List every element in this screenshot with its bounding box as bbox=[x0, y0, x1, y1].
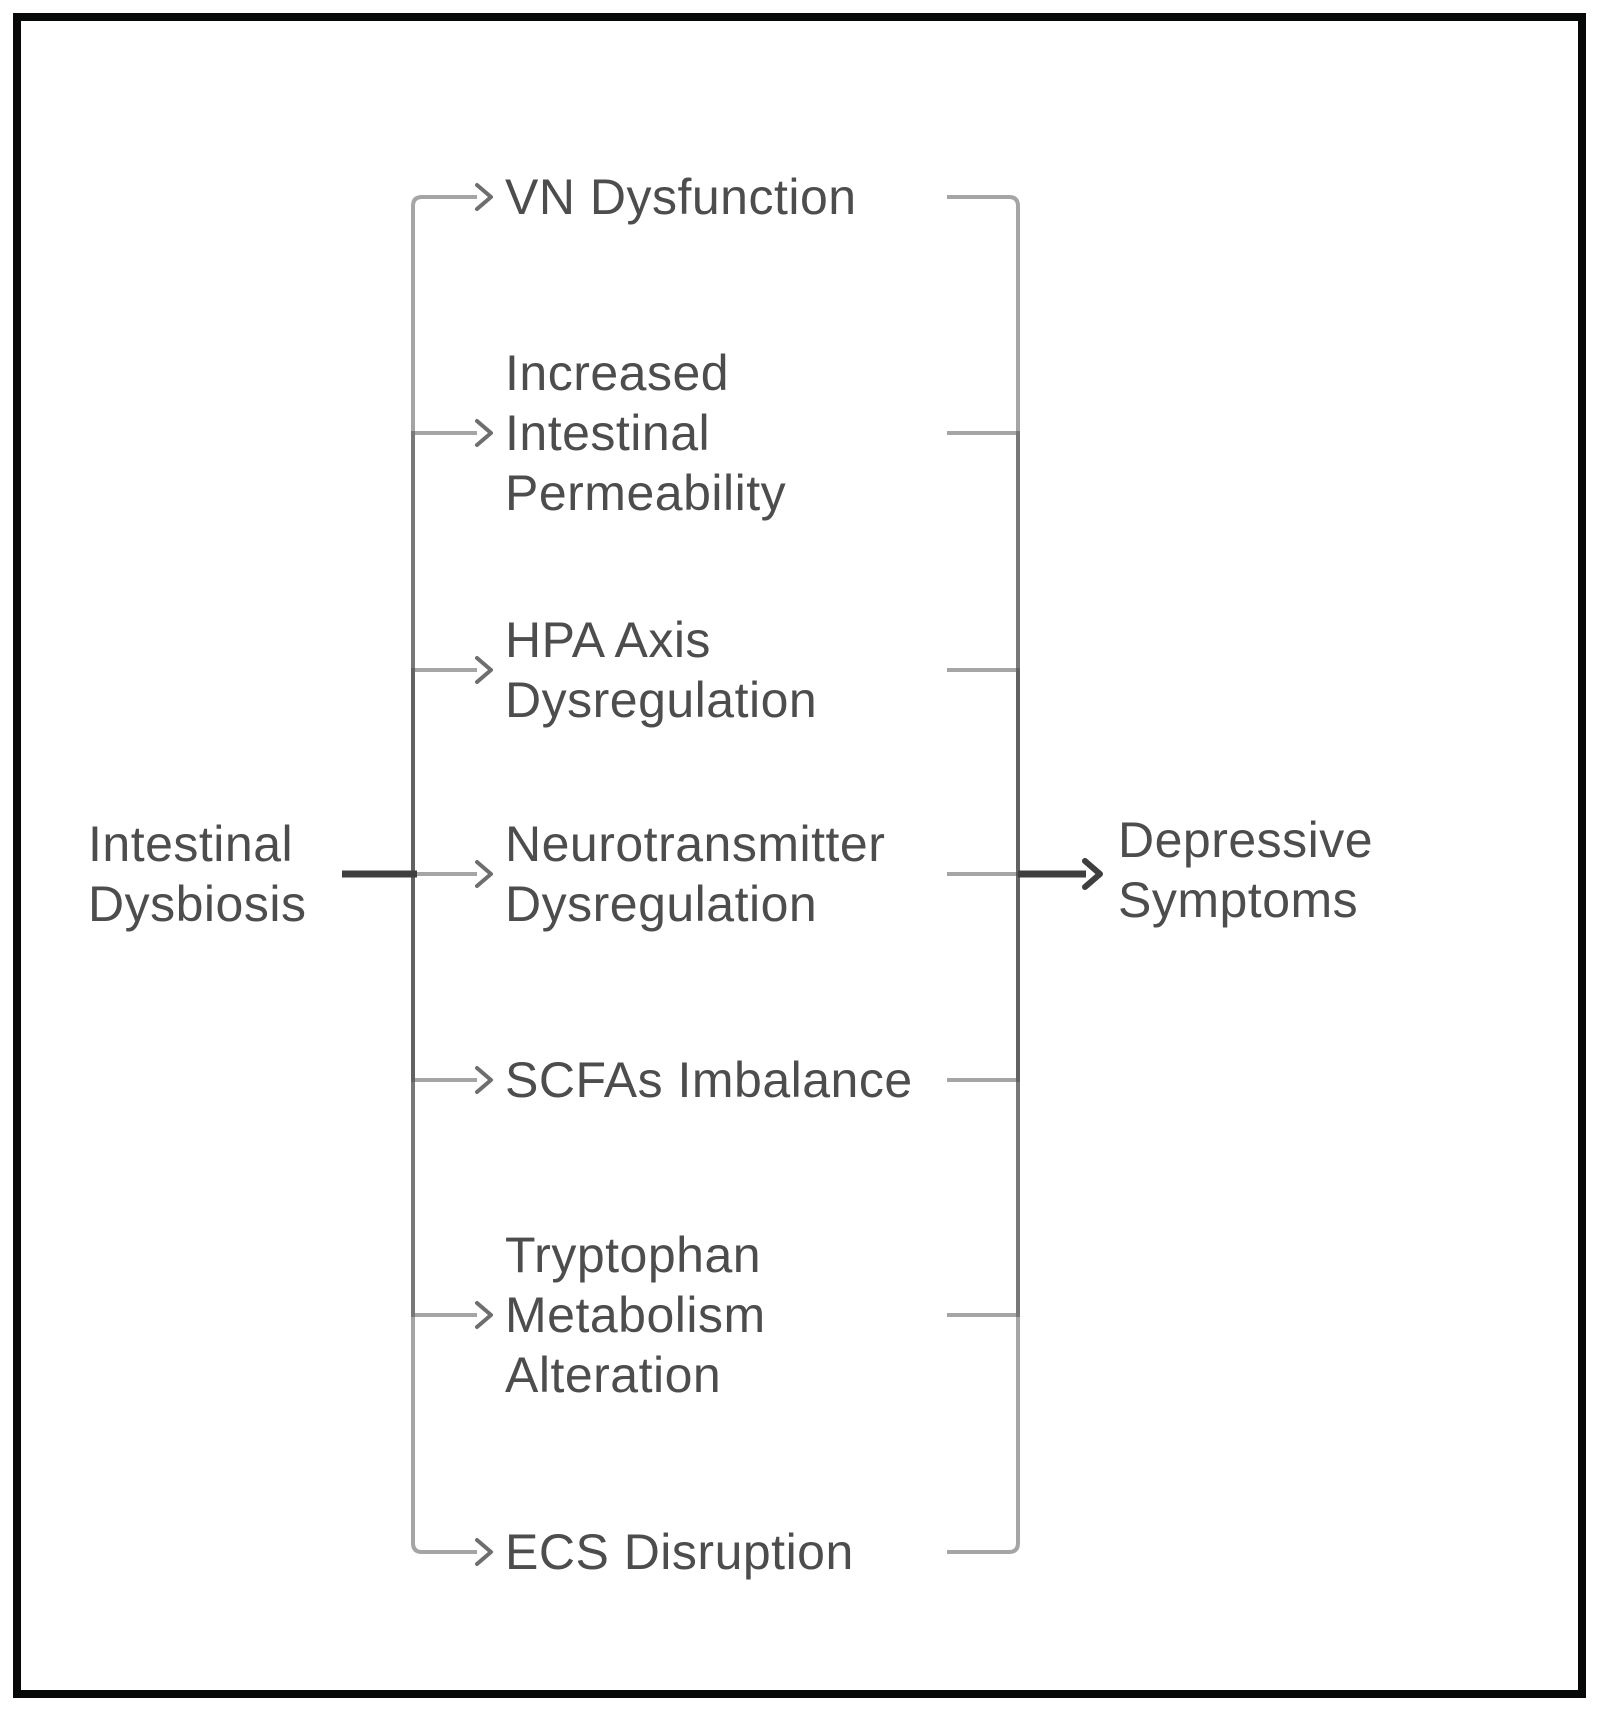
figure-border bbox=[13, 13, 1586, 1698]
right-collector-connectors bbox=[947, 195, 1020, 1554]
branch-line-intestinal-permeability bbox=[411, 431, 477, 874]
collector-line-scfas bbox=[947, 874, 1020, 1082]
branch-line-vn-dysfunction bbox=[411, 195, 477, 874]
arrowhead-icon-scfas bbox=[475, 1066, 493, 1094]
left-branch-arrowheads bbox=[475, 183, 493, 1566]
collector-line-tryptophan bbox=[947, 874, 1020, 1317]
branch-line-scfas bbox=[411, 874, 477, 1082]
mediator-node-scfas: SCFAs Imbalance bbox=[505, 1052, 913, 1108]
mediator-node-vn-dysfunction: VN Dysfunction bbox=[505, 169, 857, 225]
source-node-intestinal-dysbiosis: Intestinal Dysbiosis bbox=[88, 816, 307, 932]
main-path bbox=[342, 858, 1103, 890]
arrowhead-icon-hpa-axis bbox=[475, 656, 493, 684]
arrowhead-icon-vn-dysfunction bbox=[475, 183, 493, 211]
branch-line-hpa-axis bbox=[411, 668, 477, 874]
collector-line-hpa-axis bbox=[947, 668, 1020, 874]
collector-line-vn-dysfunction bbox=[947, 195, 1020, 874]
mediator-node-intestinal-permeability: Increased Intestinal Permeability bbox=[505, 345, 787, 521]
arrowhead-icon-intestinal-permeability bbox=[475, 419, 493, 447]
left-branch-connectors bbox=[411, 195, 477, 1554]
arrowhead-icon-neurotransmitter bbox=[475, 860, 493, 888]
mediator-node-neurotransmitter: Neurotransmitter Dysregulation bbox=[505, 816, 886, 932]
arrowhead-icon-outcome bbox=[1082, 858, 1103, 890]
arrowhead-icon-ecs bbox=[475, 1538, 493, 1566]
mediator-node-ecs: ECS Disruption bbox=[505, 1524, 854, 1580]
mediator-node-hpa-axis: HPA Axis Dysregulation bbox=[505, 612, 818, 728]
outcome-node-depressive-symptoms: Depressive Symptoms bbox=[1118, 812, 1374, 928]
branch-line-tryptophan bbox=[411, 874, 477, 1317]
collector-line-intestinal-permeability bbox=[947, 431, 1020, 874]
arrowhead-icon-tryptophan bbox=[475, 1301, 493, 1329]
mediator-node-tryptophan: Tryptophan Metabolism Alteration bbox=[505, 1227, 766, 1403]
collector-line-ecs bbox=[947, 874, 1020, 1554]
branch-line-ecs bbox=[411, 874, 477, 1554]
